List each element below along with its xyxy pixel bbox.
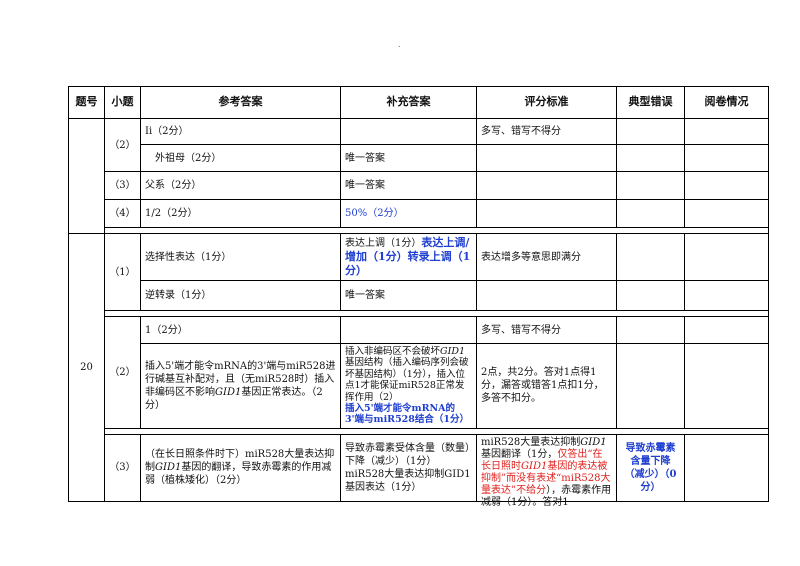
typical-errors-cell (616, 199, 685, 228)
typical-errors-cell (616, 316, 685, 344)
table-row: 插入5'端才能令mRNA的3'端与miR528进行碱基互补配对，且（无miR52… (69, 343, 769, 429)
gene-name: GID1 (580, 436, 607, 448)
reference-text: （在长日照条件时下）miR528大量表达抑制 (145, 449, 335, 474)
table-row: （3） 父系（2分） 唯一答案 (69, 171, 769, 200)
reference-answer-cell: 父系（2分） (140, 171, 341, 200)
table-row: （4） 1/2（2分） 50%（2分） (69, 199, 769, 228)
header-marking-status: 阅卷情况 (684, 86, 769, 119)
supplementary-answer-cell: 插入非编码区不会破坏GID1基因结构（插入编码序列会破坏基因结构）（1分），插入… (340, 343, 477, 429)
header-scoring-criteria: 评分标准 (476, 86, 617, 119)
header-row: 题号 小题 参考答案 补充答案 评分标准 典型错误 阅卷情况 (68, 86, 769, 119)
criteria-text: ），赤霉素作用减弱（1分）。答对1 (481, 484, 612, 508)
scoring-criteria-clip: miR528大量表达抑制GID1基因翻译（1分，仅答出“在长日照时GID1基因的… (481, 436, 612, 508)
question-number-cell (68, 118, 105, 234)
typical-errors-cell (616, 118, 685, 145)
supplementary-text: 基因结构（插入编码序列会破坏基因结构）（1分），插入位点1才能保证miR528正… (345, 357, 469, 403)
scoring-criteria-cell: miR528大量表达抑制GID1基因翻译（1分，仅答出“在长日照时GID1基因的… (476, 433, 617, 508)
reference-answer-cell: 逆转录（1分） (140, 280, 341, 311)
reference-answer-cell: 1/2（2分） (140, 199, 341, 228)
scoring-criteria-cell: 多写、错写不得分 (476, 316, 617, 344)
supplementary-answer-cell: 唯一答案 (340, 144, 477, 172)
table-row: （2） 1（2分） 多写、错写不得分 (69, 316, 769, 429)
gene-name: GID1 (155, 462, 182, 474)
marking-status-cell (684, 171, 769, 200)
header-sub-question: 小题 (104, 86, 141, 119)
grading-table: 题号 小题 参考答案 补充答案 评分标准 典型错误 阅卷情况 （2） Ii（2分… (68, 86, 769, 508)
scoring-criteria-cell (476, 144, 617, 172)
header-supplementary-answer: 补充答案 (340, 86, 477, 119)
gene-name: GID1 (440, 346, 466, 357)
sub-question-cell: （3） (104, 171, 141, 200)
supplementary-answer-cell (340, 316, 477, 344)
table-row: 20 （1） 选择性表达（1分） 表达上调（1分）表达上调/增加（1分）转录上调… (68, 233, 769, 502)
scoring-criteria-cell (476, 171, 617, 200)
gene-name: GID1 (521, 460, 548, 472)
reference-answer-cell: 外祖母（2分） (140, 144, 341, 172)
supplementary-answer-cell: 唯一答案 (340, 171, 477, 200)
reference-text: 插入5'端才能令mRNA的3'端与miR528进行碱基互补配对，且（无miR52… (145, 360, 336, 398)
question-number-cell: 20 (68, 233, 105, 502)
supplementary-answer-cell: 唯一答案 (340, 280, 477, 311)
supplementary-answer-cell: 导致赤霉素受体含量（数量）下降（减少）（1分）miR528大量表达抑制GID1基… (340, 433, 477, 502)
sub-question-cell: （1） (104, 233, 141, 311)
reference-answer-cell: 1（2分） (140, 316, 341, 344)
scoring-criteria-cell (476, 199, 617, 228)
reference-text: 基因正常表达。（2分） (145, 386, 323, 411)
sub-question-cell: （2） (104, 118, 141, 172)
gene-name: GID1 (215, 386, 242, 398)
supplementary-answer-cell: 50%（2分） (340, 199, 477, 228)
scoring-criteria-cell: 多写、错写不得分 (476, 118, 617, 145)
header-reference-answer: 参考答案 (140, 86, 341, 119)
table-row: （2） Ii（2分） 多写、错写不得分 (68, 118, 769, 234)
scoring-criteria-cell: 2点，共2分。答对1点得1分，漏答或错答1点扣1分，多答不扣分。 (476, 343, 617, 429)
reference-text: 基因的翻译，导致赤霉素的作用减弱（植株矮化）（2分） (145, 462, 332, 487)
table-row: 外祖母（2分） 唯一答案 (69, 144, 769, 172)
reference-answer-cell: 选择性表达（1分） (140, 233, 341, 281)
supplementary-highlight: 表达上调/增加（1分）转录上调（1分） (345, 236, 471, 277)
page-dot: . (398, 40, 401, 49)
typical-errors-cell (616, 144, 685, 172)
marking-status-cell (684, 144, 769, 172)
typical-errors-cell (616, 343, 685, 429)
typical-errors-cell (616, 233, 685, 281)
marking-status-cell (684, 199, 769, 228)
supplementary-text: 插入非编码区不会破坏 (345, 346, 441, 357)
header-question-number: 题号 (68, 86, 105, 119)
header-typical-errors: 典型错误 (616, 86, 685, 119)
scoring-criteria-cell: 表达增多等意思即满分 (476, 233, 617, 281)
sub-question-cell: （3） (104, 433, 141, 502)
marking-status-cell (684, 280, 769, 311)
marking-status-cell (684, 343, 769, 429)
marking-status-cell (684, 316, 769, 344)
criteria-warning: 仅答出“在长日照时 (481, 448, 603, 472)
supplementary-answer-cell: 表达上调（1分）表达上调/增加（1分）转录上调（1分） (340, 233, 477, 281)
marking-status-cell (684, 433, 769, 502)
marking-status-cell (684, 233, 769, 281)
sub-question-cell: （4） (104, 199, 141, 228)
marking-status-cell (684, 118, 769, 145)
table-row: （3） （在长日照条件时下）miR528大量表达抑制GID1基因的翻译，导致赤霉… (69, 433, 769, 508)
scoring-criteria-cell (476, 280, 617, 311)
reference-answer-cell: 插入5'端才能令mRNA的3'端与miR528进行碱基互补配对，且（无miR52… (140, 343, 341, 429)
table-row: 逆转录（1分） 唯一答案 (69, 280, 769, 311)
criteria-text: 基因翻译（1分， (481, 448, 558, 460)
supplementary-text: 表达上调（1分） (345, 238, 422, 249)
typical-errors-cell: 导致赤霉素含量下降（减少）（0分） (616, 433, 685, 502)
supplementary-highlight: 插入5'端才能令mRNA的3'端与miR528结合（1分） (345, 402, 470, 426)
supplementary-answer-cell (340, 118, 477, 145)
criteria-text: miR528大量表达抑制 (481, 436, 581, 448)
typical-errors-cell (616, 280, 685, 311)
typical-errors-cell (616, 171, 685, 200)
criteria-warning: 基因的表达被抑制”而没有表述“miR528大量表达”不给分 (481, 460, 611, 496)
reference-answer-cell: Ii（2分） (140, 118, 341, 145)
reference-answer-cell: （在长日照条件时下）miR528大量表达抑制GID1基因的翻译，导致赤霉素的作用… (140, 433, 341, 502)
sub-question-cell: （2） (104, 316, 141, 429)
